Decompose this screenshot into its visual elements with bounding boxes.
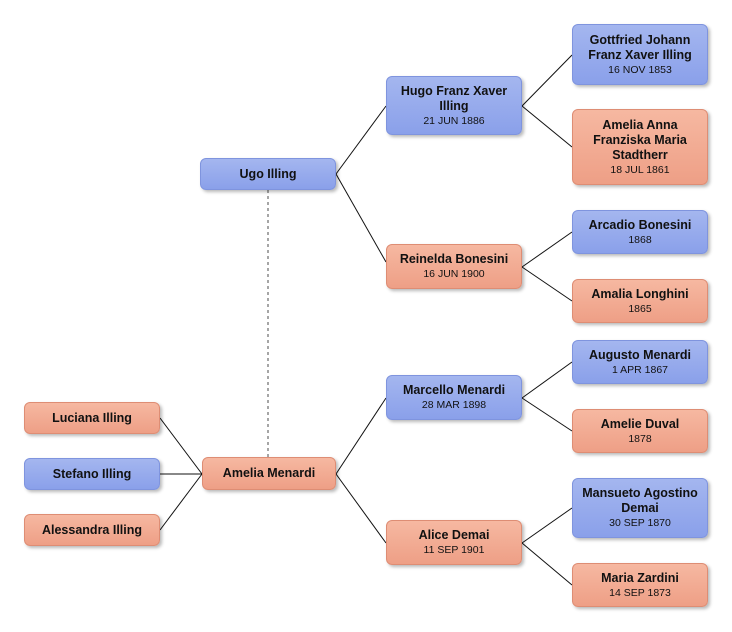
person-name: Amelie Duval <box>600 416 680 431</box>
parent-connector <box>521 361 573 399</box>
person-card-gottfried-johann-franz-xaver-illing[interactable]: Gottfried Johann Franz Xaver Illing 16 N… <box>572 24 708 85</box>
person-card-ugo-illing[interactable]: Ugo Illing <box>200 158 336 190</box>
child-connector <box>159 473 203 531</box>
person-card-amalia-longhini[interactable]: Amalia Longhini 1865 <box>572 279 708 323</box>
person-date: 18 JUL 1861 <box>610 163 670 176</box>
person-date: 1865 <box>628 302 652 315</box>
person-name: Amalia Longhini <box>591 286 689 301</box>
person-date: 14 SEP 1873 <box>609 586 671 599</box>
person-card-alice-demai[interactable]: Alice Demai 11 SEP 1901 <box>386 520 522 565</box>
child-connector <box>159 417 203 475</box>
person-card-alessandra-illing[interactable]: Alessandra Illing <box>24 514 160 546</box>
person-date: 30 SEP 1870 <box>609 517 671 529</box>
person-card-luciana-illing[interactable]: Luciana Illing <box>24 402 160 434</box>
person-card-marcello-menardi[interactable]: Marcello Menardi 28 MAR 1898 <box>386 375 522 420</box>
person-card-arcadio-bonesini[interactable]: Arcadio Bonesini 1868 <box>572 210 708 254</box>
person-date: 16 JUN 1900 <box>423 268 485 280</box>
person-name: Alessandra Illing <box>41 522 143 537</box>
parent-connector <box>521 105 573 148</box>
person-name: Mansueto Agostino Demai <box>582 486 698 515</box>
person-card-amelia-anna-franziska-maria-stadtherr[interactable]: Amelia Anna Franziska Maria Stadtherr 18… <box>572 109 708 185</box>
person-name: Luciana Illing <box>52 410 132 425</box>
person-name: Alice Demai <box>418 528 490 542</box>
parent-connector <box>521 266 573 302</box>
parent-connector <box>335 397 387 475</box>
parent-connector <box>521 397 573 432</box>
parent-connector <box>335 105 387 175</box>
parent-connector <box>521 507 573 544</box>
person-name: Amelia Menardi <box>222 466 316 480</box>
parent-connector <box>521 542 573 586</box>
parent-connector <box>521 231 573 268</box>
person-card-reinelda-bonesini[interactable]: Reinelda Bonesini 16 JUN 1900 <box>386 244 522 289</box>
person-name: Amelia Anna Franziska Maria Stadtherr <box>593 117 687 162</box>
person-card-amelia-menardi[interactable]: Amelia Menardi <box>202 457 336 490</box>
person-card-amelie-duval[interactable]: Amelie Duval 1878 <box>572 409 708 453</box>
person-date: 11 SEP 1901 <box>423 544 485 556</box>
person-card-augusto-menardi[interactable]: Augusto Menardi 1 APR 1867 <box>572 340 708 384</box>
parent-connector <box>335 173 387 263</box>
person-card-mansueto-agostino-demai[interactable]: Mansueto Agostino Demai 30 SEP 1870 <box>572 478 708 538</box>
person-name: Ugo Illing <box>239 166 297 181</box>
person-card-stefano-illing[interactable]: Stefano Illing <box>24 458 160 490</box>
person-date: 1878 <box>628 432 652 445</box>
person-name: Arcadio Bonesini <box>588 217 692 232</box>
person-name: Maria Zardini <box>601 570 679 585</box>
person-name: Augusto Menardi <box>588 347 692 362</box>
person-date: 1868 <box>628 233 652 246</box>
person-date: 28 MAR 1898 <box>421 399 487 411</box>
person-date: 1 APR 1867 <box>611 363 669 376</box>
person-name: Stefano Illing <box>52 466 132 481</box>
parent-connector <box>335 473 387 544</box>
person-card-hugo-franz-xaver-illing[interactable]: Hugo Franz Xaver Illing 21 JUN 1886 <box>386 76 522 135</box>
person-name: Gottfried Johann Franz Xaver Illing <box>588 32 692 62</box>
person-name: Hugo Franz Xaver Illing <box>400 83 508 113</box>
parent-connector <box>521 54 573 107</box>
person-name: Reinelda Bonesini <box>399 252 509 266</box>
person-card-maria-zardini[interactable]: Maria Zardini 14 SEP 1873 <box>572 563 708 607</box>
person-name: Marcello Menardi <box>402 383 506 397</box>
person-date: 16 NOV 1853 <box>608 63 672 76</box>
person-date: 21 JUN 1886 <box>423 114 485 127</box>
